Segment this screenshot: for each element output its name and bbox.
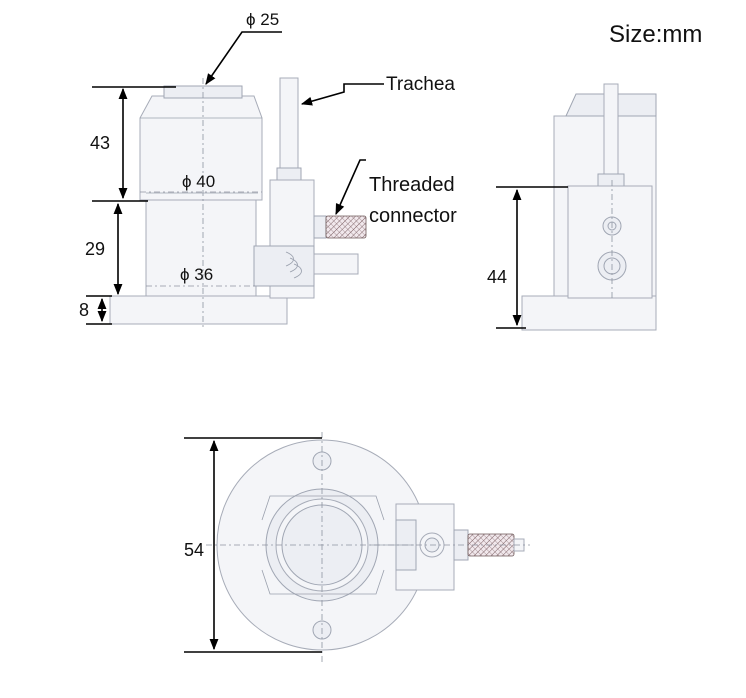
trachea-fitting	[276, 167, 302, 181]
top-diameter-leader	[205, 31, 282, 85]
side-outlet-stub	[313, 253, 359, 275]
low-diameter-label: ϕ 36	[180, 265, 213, 284]
side-lower-body	[145, 199, 257, 297]
end-valve-block	[567, 185, 653, 299]
trachea-label: Trachea	[386, 74, 455, 95]
outer-dimension-label: 54	[184, 540, 204, 560]
units-label: Size:mm	[609, 21, 702, 48]
top-diameter-label: ϕ 25	[246, 10, 279, 29]
end-height-label: 44	[487, 267, 507, 287]
height-mid-label: 29	[85, 239, 105, 259]
end-base-plate	[521, 295, 657, 331]
height-base-label: 8	[79, 300, 89, 320]
mid-diameter-label: ϕ 40	[182, 172, 215, 191]
threaded-connector-label-line1: Threaded	[369, 174, 455, 196]
side-view: ϕ 25 ϕ 40 ϕ 36 43 29 8 Trachea Threaded …	[79, 10, 457, 330]
end-view: 44	[487, 83, 657, 331]
end-trachea-tube	[603, 83, 619, 175]
threaded-connector-leader	[335, 159, 366, 216]
threaded-connector-label-line2: connector	[369, 205, 457, 227]
top-view: 54	[184, 432, 530, 662]
trachea-leader	[300, 83, 384, 106]
side-hex-nut	[313, 215, 327, 239]
trachea-tube	[279, 77, 299, 169]
side-port-housing	[253, 245, 315, 287]
threaded-connector-knurl	[325, 215, 367, 239]
height-top-label: 43	[90, 133, 110, 153]
side-base-plate	[109, 295, 288, 325]
end-trachea-fitting	[597, 173, 625, 187]
